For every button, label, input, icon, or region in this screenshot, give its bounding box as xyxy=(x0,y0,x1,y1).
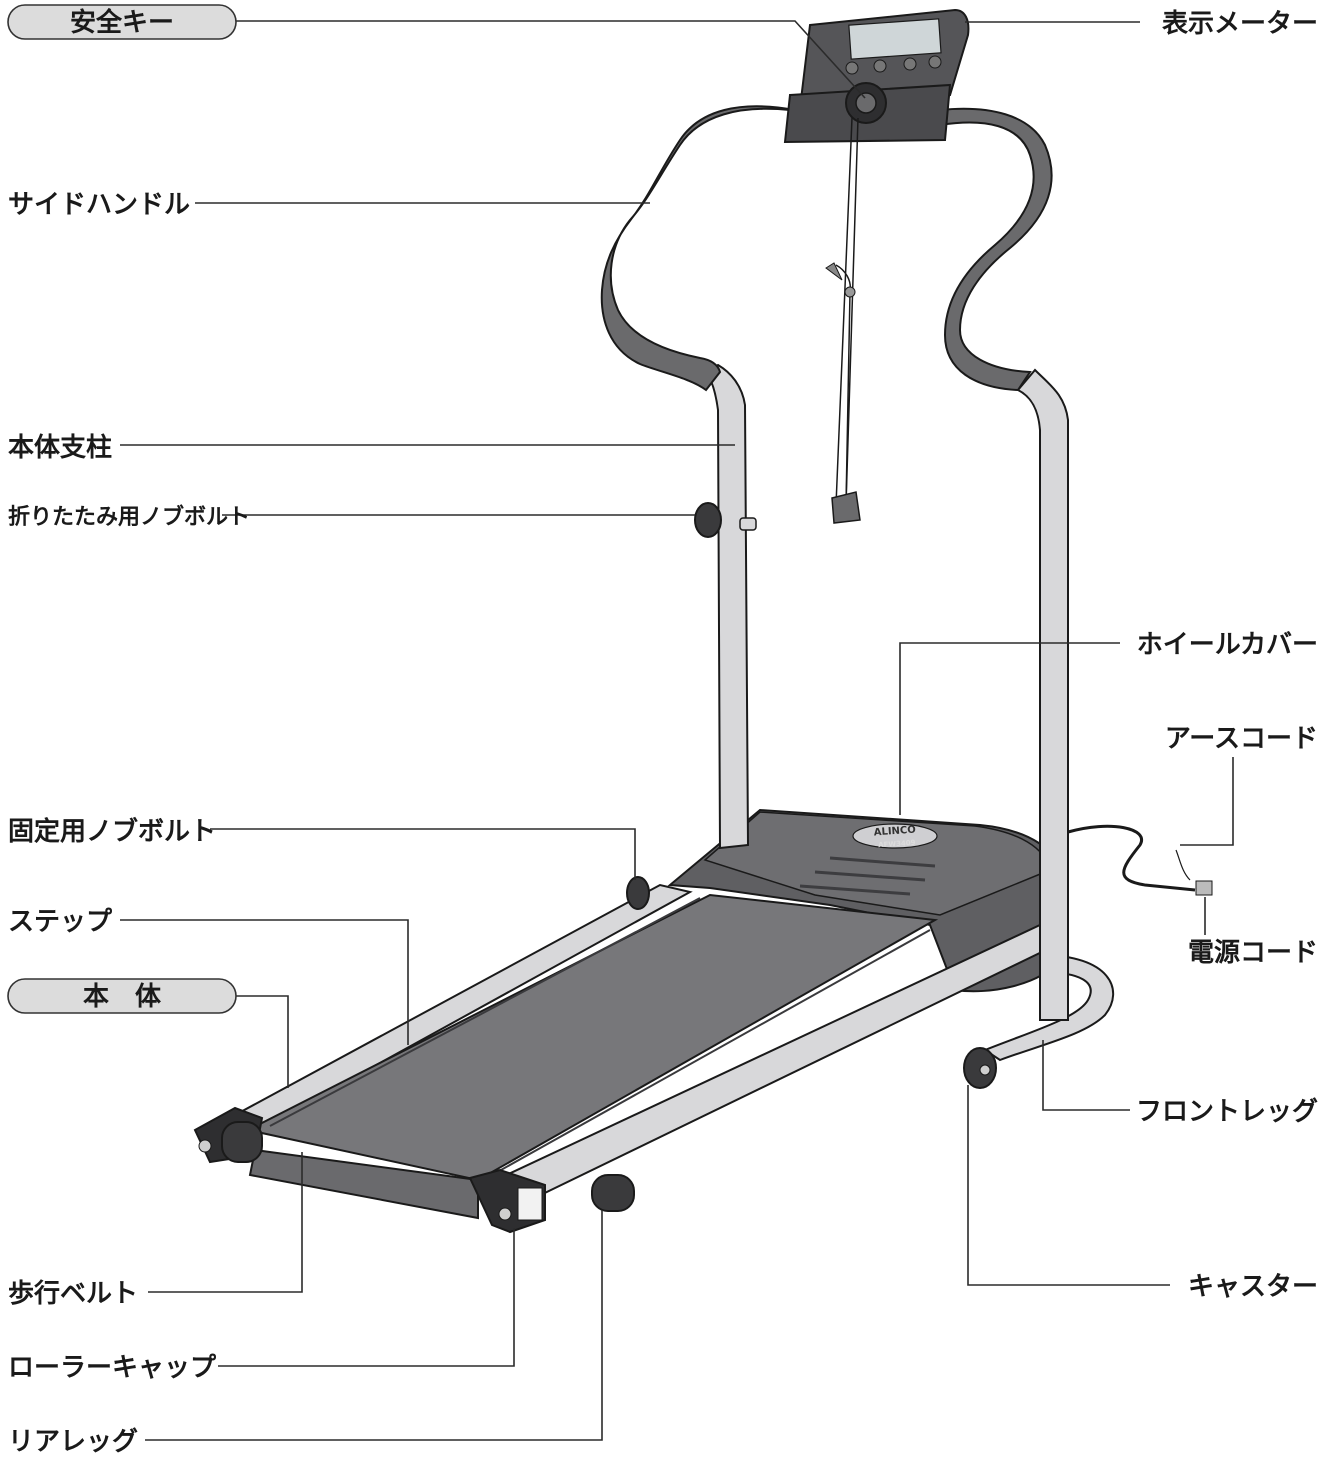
label-caster: キャスター xyxy=(1188,1272,1318,1302)
rear-leg xyxy=(591,1174,635,1212)
labels: 安全キー サイドハンドル 本体支柱 折りたたみ用ノブボルト 固定用ノブボルト ス… xyxy=(7,4,1318,1457)
folding-knob-bolt xyxy=(694,502,757,538)
label-main-post: 本体支柱 xyxy=(8,433,112,463)
model-number: AFW3409 xyxy=(878,839,916,850)
label-earth-cord: アースコード xyxy=(1165,724,1318,754)
label-roller-cap: ローラーキャップ xyxy=(8,1353,217,1383)
label-fixing-knob-bolt: 固定用ノブボルト xyxy=(8,816,216,847)
display-meter xyxy=(783,8,970,144)
brand-logo: ALINCO xyxy=(873,825,916,839)
walking-belt xyxy=(245,893,939,1220)
leader-lines xyxy=(120,20,1234,1441)
label-rear-leg: リアレッグ xyxy=(8,1427,138,1457)
label-safety-key: 安全キー xyxy=(70,7,174,38)
main-post-left xyxy=(704,363,750,850)
caster-wheel xyxy=(963,1047,997,1089)
treadmill-illustration: ALINCO AFW3409 xyxy=(193,8,1213,1234)
label-step: ステップ xyxy=(8,907,113,937)
label-display-meter: 表示メーター xyxy=(1162,9,1318,39)
safety-key xyxy=(825,82,887,524)
fixing-knob-bolt xyxy=(626,876,650,910)
power-cord xyxy=(1067,824,1213,896)
label-walking-belt: 歩行ベルト xyxy=(8,1278,138,1309)
front-leg xyxy=(982,953,1115,1062)
label-front-leg: フロントレッグ xyxy=(1136,1097,1318,1127)
label-folding-knob-bolt: 折りたたみ用ノブボルト xyxy=(8,504,250,530)
main-post-right xyxy=(1016,368,1069,1021)
main-body-pill xyxy=(7,978,237,1014)
roller-cap-right xyxy=(468,1168,546,1234)
label-power-cord: 電源コード xyxy=(1188,938,1318,968)
label-wheel-cover: ホイールカバー xyxy=(1137,630,1318,660)
label-side-handle: サイドハンドル xyxy=(8,190,190,220)
label-main-body: 本 体 xyxy=(83,982,162,1012)
wheel-cover: ALINCO AFW3409 xyxy=(667,808,1064,993)
roller-cap-left xyxy=(193,1106,264,1164)
safety-key-pill xyxy=(7,4,237,40)
side-handle xyxy=(600,105,1053,392)
